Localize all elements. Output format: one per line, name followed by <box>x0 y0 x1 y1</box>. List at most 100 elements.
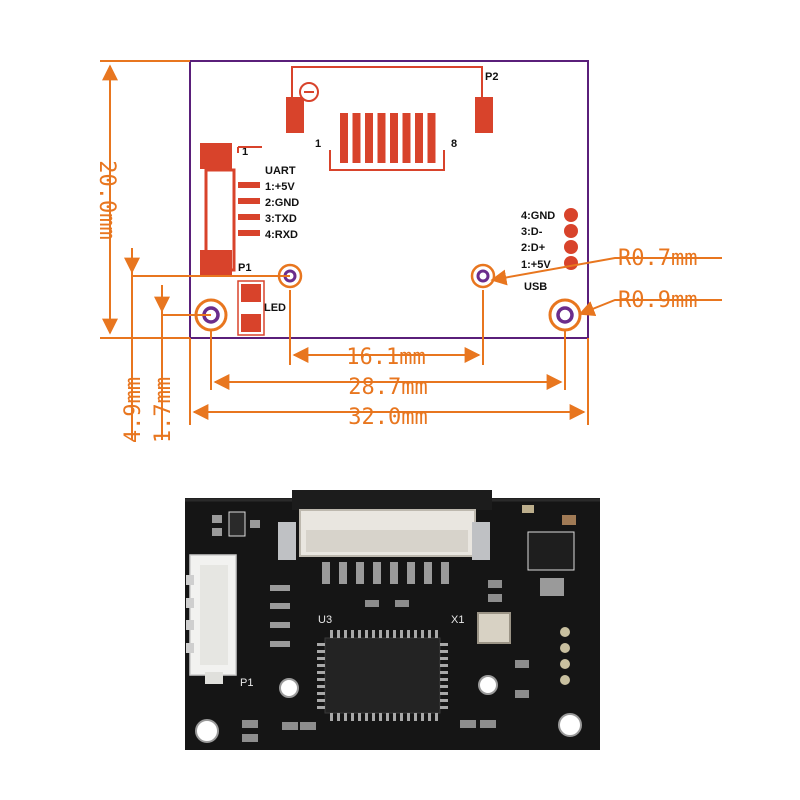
photo-ic-lead <box>317 706 325 709</box>
photo-ic-lead <box>330 630 333 638</box>
photo-hole-right-large <box>558 713 582 737</box>
photo-fpc-lead <box>390 562 398 584</box>
hole-offset-dim-1: 4.9mm <box>121 377 146 443</box>
photo-ic-lead <box>435 713 438 721</box>
photo-fpc-right-tab <box>472 522 490 560</box>
board-photo: P1 U3 X1 <box>185 490 600 750</box>
photo-ic-lead <box>330 713 333 721</box>
photo-fpc-lead <box>441 562 449 584</box>
led-pad-top <box>241 284 261 302</box>
pcb-drawing: P2 1 8 1 UART 1:+5V 2:GND 3:TXD 4:RXD P1… <box>189 60 589 339</box>
photo-ic-lead <box>317 657 325 660</box>
photo-ic-lead <box>365 630 368 638</box>
photo-fpc-left-tab <box>278 522 296 560</box>
photo-p1-label: P1 <box>240 677 253 689</box>
photo-fpc-lead <box>424 562 432 584</box>
uart-pin1-mark: 1 <box>242 146 248 158</box>
photo-ic-lead <box>317 664 325 667</box>
uart-pin-3: 3:TXD <box>265 213 297 225</box>
photo-fpc-lead <box>356 562 364 584</box>
photo-ic-lead <box>440 692 448 695</box>
span-holes-label: 28.7mm <box>348 375 427 400</box>
photo-fpc-lead <box>373 562 381 584</box>
photo-hole-left-large <box>195 719 219 743</box>
usb-pin-3: 3:D- <box>521 226 543 238</box>
photo-ic-lead <box>414 713 417 721</box>
hole-offset-dim-2: 1.7mm <box>151 377 176 443</box>
photo-ic-lead <box>386 713 389 721</box>
photo-ic-lead <box>344 630 347 638</box>
connector-p2-right-pad <box>475 97 493 133</box>
photo-ic-lead <box>440 643 448 646</box>
connector-p2-pin <box>427 113 436 163</box>
photo-ic-lead <box>421 713 424 721</box>
usb-pin-2: 2:D+ <box>521 242 545 254</box>
photo-ic-lead <box>317 650 325 653</box>
usb-pin-1: 1:+5V <box>521 259 551 271</box>
height-dimension-label: 20.0mm <box>94 160 119 239</box>
photo-fpc-lead <box>339 562 347 584</box>
photo-ic-lead <box>344 713 347 721</box>
photo-x1-label: X1 <box>451 614 464 626</box>
photo-hole-right-small <box>478 675 498 695</box>
photo-ic-lead <box>365 713 368 721</box>
connector-p2-pin-last: 8 <box>451 138 457 150</box>
photo-main-ic <box>324 637 441 714</box>
connector-p2-left-pad <box>286 97 304 133</box>
photo-fpc-lead <box>322 562 330 584</box>
photo-usb-pads <box>560 627 570 685</box>
photo-ic-lead <box>386 630 389 638</box>
uart-pin-pads <box>238 182 260 236</box>
usb-pads <box>564 208 578 270</box>
usb-label: USB <box>524 281 547 293</box>
photo-fpc-connector-back <box>292 490 492 510</box>
photo-ic-lead <box>421 630 424 638</box>
photo-ic-lead <box>435 630 438 638</box>
photo-ic-leads <box>317 630 448 721</box>
large-hole-right <box>548 298 582 332</box>
photo-ic-lead <box>440 685 448 688</box>
uart-pin-1: 1:+5V <box>265 181 295 193</box>
connector-p2-pin <box>402 113 411 163</box>
photo-ic-lead <box>393 630 396 638</box>
photo-ic-lead <box>358 630 361 638</box>
radius-large-label: R0.9mm <box>618 288 697 313</box>
photo-ic-lead <box>337 630 340 638</box>
photo-crystal <box>477 612 511 644</box>
photo-ic-lead <box>440 678 448 681</box>
connector-p2-pin-first: 1 <box>315 138 321 150</box>
connector-p2-pin <box>377 113 386 163</box>
photo-ic-lead <box>440 664 448 667</box>
uart-pin-4: 4:RXD <box>265 229 298 241</box>
uart-pin-2: 2:GND <box>265 197 299 209</box>
connector-p2-pin <box>340 113 348 163</box>
photo-ic-lead <box>414 630 417 638</box>
photo-ic-lead <box>393 713 396 721</box>
photo-ic-lead <box>400 630 403 638</box>
usb-pin-4: 4:GND <box>521 210 555 222</box>
small-hole-right <box>470 263 496 289</box>
uart-top-pad <box>200 143 232 169</box>
photo-ic-lead <box>407 713 410 721</box>
connector-p2-outline <box>291 66 483 171</box>
photo-ic-lead <box>428 713 431 721</box>
connector-p2-pin <box>390 113 398 163</box>
photo-ic-lead <box>317 685 325 688</box>
photo-ic-lead <box>428 630 431 638</box>
led-outline <box>237 280 265 336</box>
photo-ic-lead <box>440 699 448 702</box>
connector-p2-pin <box>352 113 361 163</box>
photo-fpc-leads <box>322 562 449 584</box>
width-total-label: 32.0mm <box>348 405 427 430</box>
photo-fpc-lead <box>407 562 415 584</box>
photo-uart-resistors <box>270 585 290 647</box>
photo-ic-lead <box>400 713 403 721</box>
connector-p2-pin <box>415 113 423 163</box>
photo-ic-lead <box>358 713 361 721</box>
photo-ic-lead <box>337 713 340 721</box>
radius-small-label: R0.7mm <box>618 246 697 271</box>
photo-ic-lead <box>317 643 325 646</box>
led-pad-bottom <box>241 314 261 332</box>
photo-ic-lead <box>379 630 382 638</box>
